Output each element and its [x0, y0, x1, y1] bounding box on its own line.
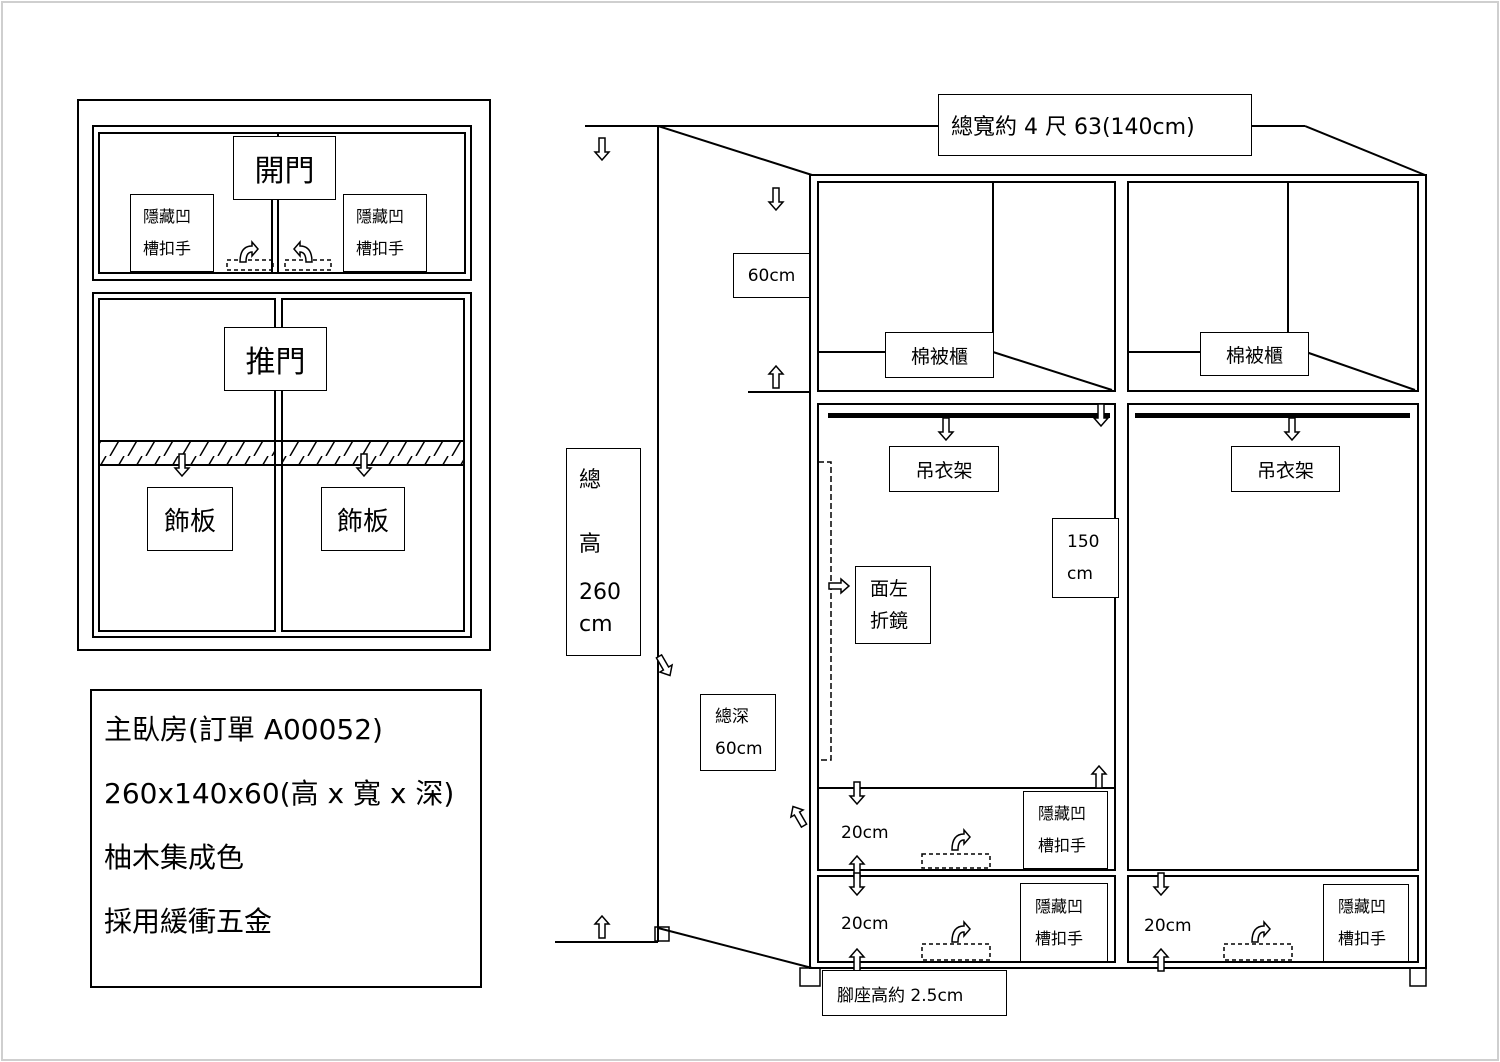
order-info-line: 260x140x60(高 x 寬 x 深): [104, 777, 455, 810]
handle-note-line: 槽扣手: [1038, 836, 1087, 855]
mirror-line: 面左: [870, 578, 909, 600]
depth-line: 總深: [715, 706, 749, 727]
door-type-lower-label: 推門: [224, 327, 327, 391]
handle-note-line: 隱藏凹: [143, 207, 192, 226]
order-info-line: 採用緩衝五金: [104, 905, 273, 938]
drawer-height-text: 20cm: [1144, 916, 1192, 936]
drawer-handle-note: 隱藏凹 槽扣手: [1020, 883, 1108, 962]
hanger-left-label: 吊衣架: [889, 446, 999, 492]
hanger-right-label: 吊衣架: [1231, 446, 1340, 492]
hanging-height-label: 150 cm: [1052, 518, 1119, 598]
total-height-label: 總 高 260 cm: [566, 448, 641, 656]
handle-note-line: 隱藏凹: [1035, 896, 1084, 916]
total-height-line: 總: [579, 468, 602, 493]
drawer-handle-note: 隱藏凹 槽扣手: [1023, 791, 1108, 869]
handle-note-upper-left: 隱藏凹 槽扣手: [130, 194, 214, 272]
front-view: [77, 99, 491, 651]
handle-note-line: 隱藏凹: [1038, 804, 1087, 823]
drawer-height-text: 20cm: [841, 823, 889, 843]
handle-note-line: 槽扣手: [1338, 929, 1387, 948]
order-info-line: 主臥房(訂單 A00052): [104, 713, 383, 746]
handle-note-line: 槽扣手: [143, 239, 192, 258]
handle-note-upper-right: 隱藏凹 槽扣手: [343, 194, 427, 272]
mirror-line: 折鏡: [870, 610, 909, 632]
top-height-label: 60cm: [733, 253, 810, 298]
mirror-label: 面左 折鏡: [855, 566, 931, 644]
handle-note-line: 隱藏凹: [356, 207, 405, 226]
door-type-upper-label: 開門: [233, 136, 336, 200]
depth-line: 60cm: [715, 738, 763, 759]
interior-view: [555, 125, 1427, 987]
hanging-height-line: 150: [1067, 532, 1100, 552]
total-height-line: cm: [579, 612, 613, 637]
total-height-line: 260: [579, 580, 621, 605]
drawer-height-text: 20cm: [841, 914, 889, 934]
handle-note-line: 隱藏凹: [1338, 897, 1387, 916]
drawer-handle-note: 隱藏凹 槽扣手: [1323, 884, 1409, 962]
order-info-line: 柚木集成色: [104, 841, 245, 874]
quilt-cabinet-left-label: 棉被櫃: [885, 332, 994, 378]
plinth-height-label: 腳座高約 2.5cm: [822, 970, 1007, 1016]
hanging-height-line: cm: [1067, 564, 1093, 584]
decor-panel-right-label: 飾板: [321, 487, 405, 551]
decor-panel-left-label: 飾板: [147, 487, 233, 551]
total-width-label: 總寬約 4 尺 63(140cm): [938, 94, 1252, 156]
total-height-line: 高: [579, 532, 602, 557]
quilt-cabinet-right-label: 棉被櫃: [1200, 332, 1309, 376]
handle-note-line: 槽扣手: [356, 239, 405, 258]
handle-note-line: 槽扣手: [1035, 928, 1084, 948]
order-info: 主臥房(訂單 A00052) 260x140x60(高 x 寬 x 深) 柚木集…: [104, 698, 474, 954]
depth-label: 總深 60cm: [700, 694, 776, 771]
